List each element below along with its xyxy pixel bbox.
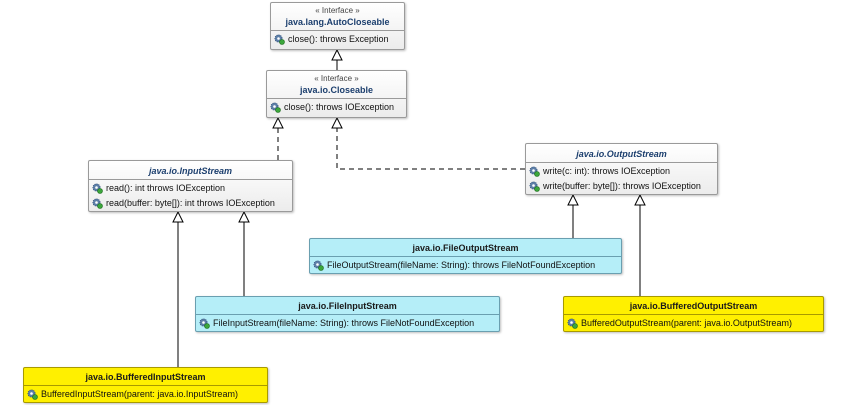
class-header: java.io.BufferedOutputStream [564, 297, 823, 315]
operation-row: read(buffer: byte[]): int throws IOExcep… [92, 196, 289, 211]
operation-signature: close(): throws IOException [284, 102, 395, 112]
class-name: java.io.OutputStream [576, 149, 667, 159]
operations-compartment: FileInputStream(fileName: String): throw… [196, 315, 499, 333]
operation-signature: BufferedInputStream(parent: java.io.Inpu… [41, 389, 238, 399]
class-box-inputstream[interactable]: java.io.InputStream read(): int throws I… [88, 160, 293, 212]
class-name: java.io.InputStream [148, 166, 233, 176]
edge-bufferedoutputstream-to-outputstream [634, 193, 646, 296]
class-name: java.io.BufferedOutputStream [629, 301, 758, 311]
class-box-fileinputstream[interactable]: java.io.FileInputStream FileInputStream(… [195, 296, 500, 332]
gear-operation-icon [199, 318, 210, 329]
operation-signature: read(buffer: byte[]): int throws IOExcep… [106, 198, 275, 208]
operations-compartment: write(c: int): throws IOException write(… [526, 163, 717, 196]
edge-fileoutputstream-to-outputstream [567, 193, 579, 238]
gear-operation-icon [529, 181, 540, 192]
operation-row: close(): throws IOException [270, 100, 403, 115]
class-name: java.io.BufferedInputStream [85, 372, 206, 382]
gear-operation-icon [529, 166, 540, 177]
operation-row: write(buffer: byte[]): throws IOExceptio… [529, 179, 714, 194]
gear-operation-icon [313, 260, 324, 271]
operation-signature: BufferedOutputStream(parent: java.io.Out… [581, 318, 792, 328]
operation-signature: FileInputStream(fileName: String): throw… [213, 318, 475, 328]
gear-operation-icon [92, 198, 103, 209]
operation-row: read(): int throws IOException [92, 181, 289, 196]
operation-signature: FileOutputStream(fileName: String): thro… [327, 260, 596, 270]
edge-fileinputstream-to-inputstream [238, 210, 250, 296]
class-header: java.io.BufferedInputStream [24, 368, 267, 386]
class-header: « Interface » java.io.Closeable [267, 71, 406, 99]
class-box-bufferedoutputstream[interactable]: java.io.BufferedOutputStream BufferedOut… [563, 296, 824, 332]
edge-bufferedinputstream-to-inputstream [172, 210, 184, 367]
class-header: java.io.InputStream [89, 161, 292, 180]
gear-operation-icon [270, 102, 281, 113]
class-header: « Interface » java.lang.AutoCloseable [271, 3, 404, 31]
gear-operation-icon [92, 183, 103, 194]
class-name: java.lang.AutoCloseable [285, 17, 390, 27]
edge-closeable-to-autocloseable [331, 48, 343, 70]
class-header: java.io.FileInputStream [196, 297, 499, 315]
operation-signature: read(): int throws IOException [106, 183, 226, 193]
class-header: java.io.FileOutputStream [310, 239, 621, 257]
operation-row: close(): throws Exception [274, 32, 401, 47]
operation-signature: write(c: int): throws IOException [543, 166, 671, 176]
class-box-closeable[interactable]: « Interface » java.io.Closeable close():… [266, 70, 407, 118]
class-box-fileoutputstream[interactable]: java.io.FileOutputStream FileOutputStrea… [309, 238, 622, 274]
stereotype-label: « Interface » [315, 6, 360, 15]
gear-operation-icon [27, 389, 38, 400]
operation-signature: close(): throws Exception [288, 34, 389, 44]
operation-row: BufferedOutputStream(parent: java.io.Out… [567, 316, 820, 331]
operation-row: FileInputStream(fileName: String): throw… [199, 316, 496, 331]
operation-row: BufferedInputStream(parent: java.io.Inpu… [27, 387, 264, 402]
stereotype-label: « Interface » [314, 74, 359, 83]
edge-outputstream-to-closeable [331, 116, 525, 170]
operation-row: write(c: int): throws IOException [529, 164, 714, 179]
class-name: java.io.FileOutputStream [412, 243, 519, 253]
gear-operation-icon [274, 34, 285, 45]
operations-compartment: BufferedOutputStream(parent: java.io.Out… [564, 315, 823, 333]
class-name: java.io.FileInputStream [298, 301, 397, 311]
operation-signature: write(buffer: byte[]): throws IOExceptio… [543, 181, 701, 191]
operations-compartment: close(): throws Exception [271, 31, 404, 49]
edge-inputstream-to-closeable [272, 116, 284, 160]
class-box-outputstream[interactable]: java.io.OutputStream write(c: int): thro… [525, 143, 718, 195]
gear-operation-icon [567, 318, 578, 329]
class-box-autocloseable[interactable]: « Interface » java.lang.AutoCloseable cl… [270, 2, 405, 50]
operations-compartment: read(): int throws IOException read(buff… [89, 180, 292, 213]
operations-compartment: BufferedInputStream(parent: java.io.Inpu… [24, 386, 267, 404]
operations-compartment: FileOutputStream(fileName: String): thro… [310, 257, 621, 275]
class-name: java.io.Closeable [299, 85, 374, 95]
class-box-bufferedinputstream[interactable]: java.io.BufferedInputStream BufferedInpu… [23, 367, 268, 403]
class-header: java.io.OutputStream [526, 144, 717, 163]
operations-compartment: close(): throws IOException [267, 99, 406, 117]
operation-row: FileOutputStream(fileName: String): thro… [313, 258, 618, 273]
